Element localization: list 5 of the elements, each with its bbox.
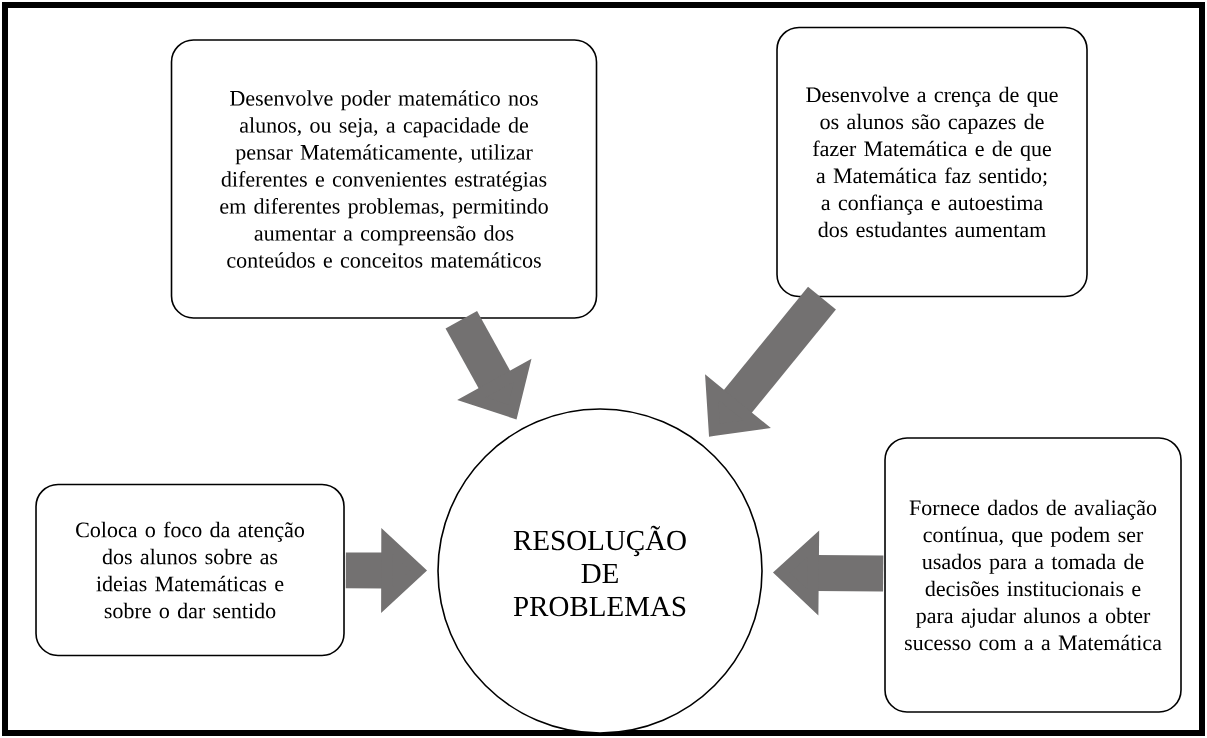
text-box: Desenvolve a crença de que os alunos são capazes de fazer Matemática e de que a Matemática faz sentido; a confiança e autoestima dos estudantes aumentam (776, 26, 1088, 298)
text-box: Coloca o foco da atenção dos alunos sobre as ideias Matemáticas e sobre o dar sentido (35, 483, 345, 657)
text-box: Desenvolve poder matemático nos alunos, ou seja, a capacidade de pensar Matemáticamente, utilizar diferentes e convenientes estratégias em diferentes problemas, permitindo aumentar a compreensão dos conteúdos e conceitos matemáticos (170, 39, 598, 319)
node-label: RESOLUÇÃO DE PROBLEMAS (513, 525, 686, 617)
text-box: Fornece dados de avaliação contínua, que podem ser usados para a tomada de decisões institucionais e para ajudar alunos a obter sucesso com a a Matemática (884, 437, 1182, 713)
